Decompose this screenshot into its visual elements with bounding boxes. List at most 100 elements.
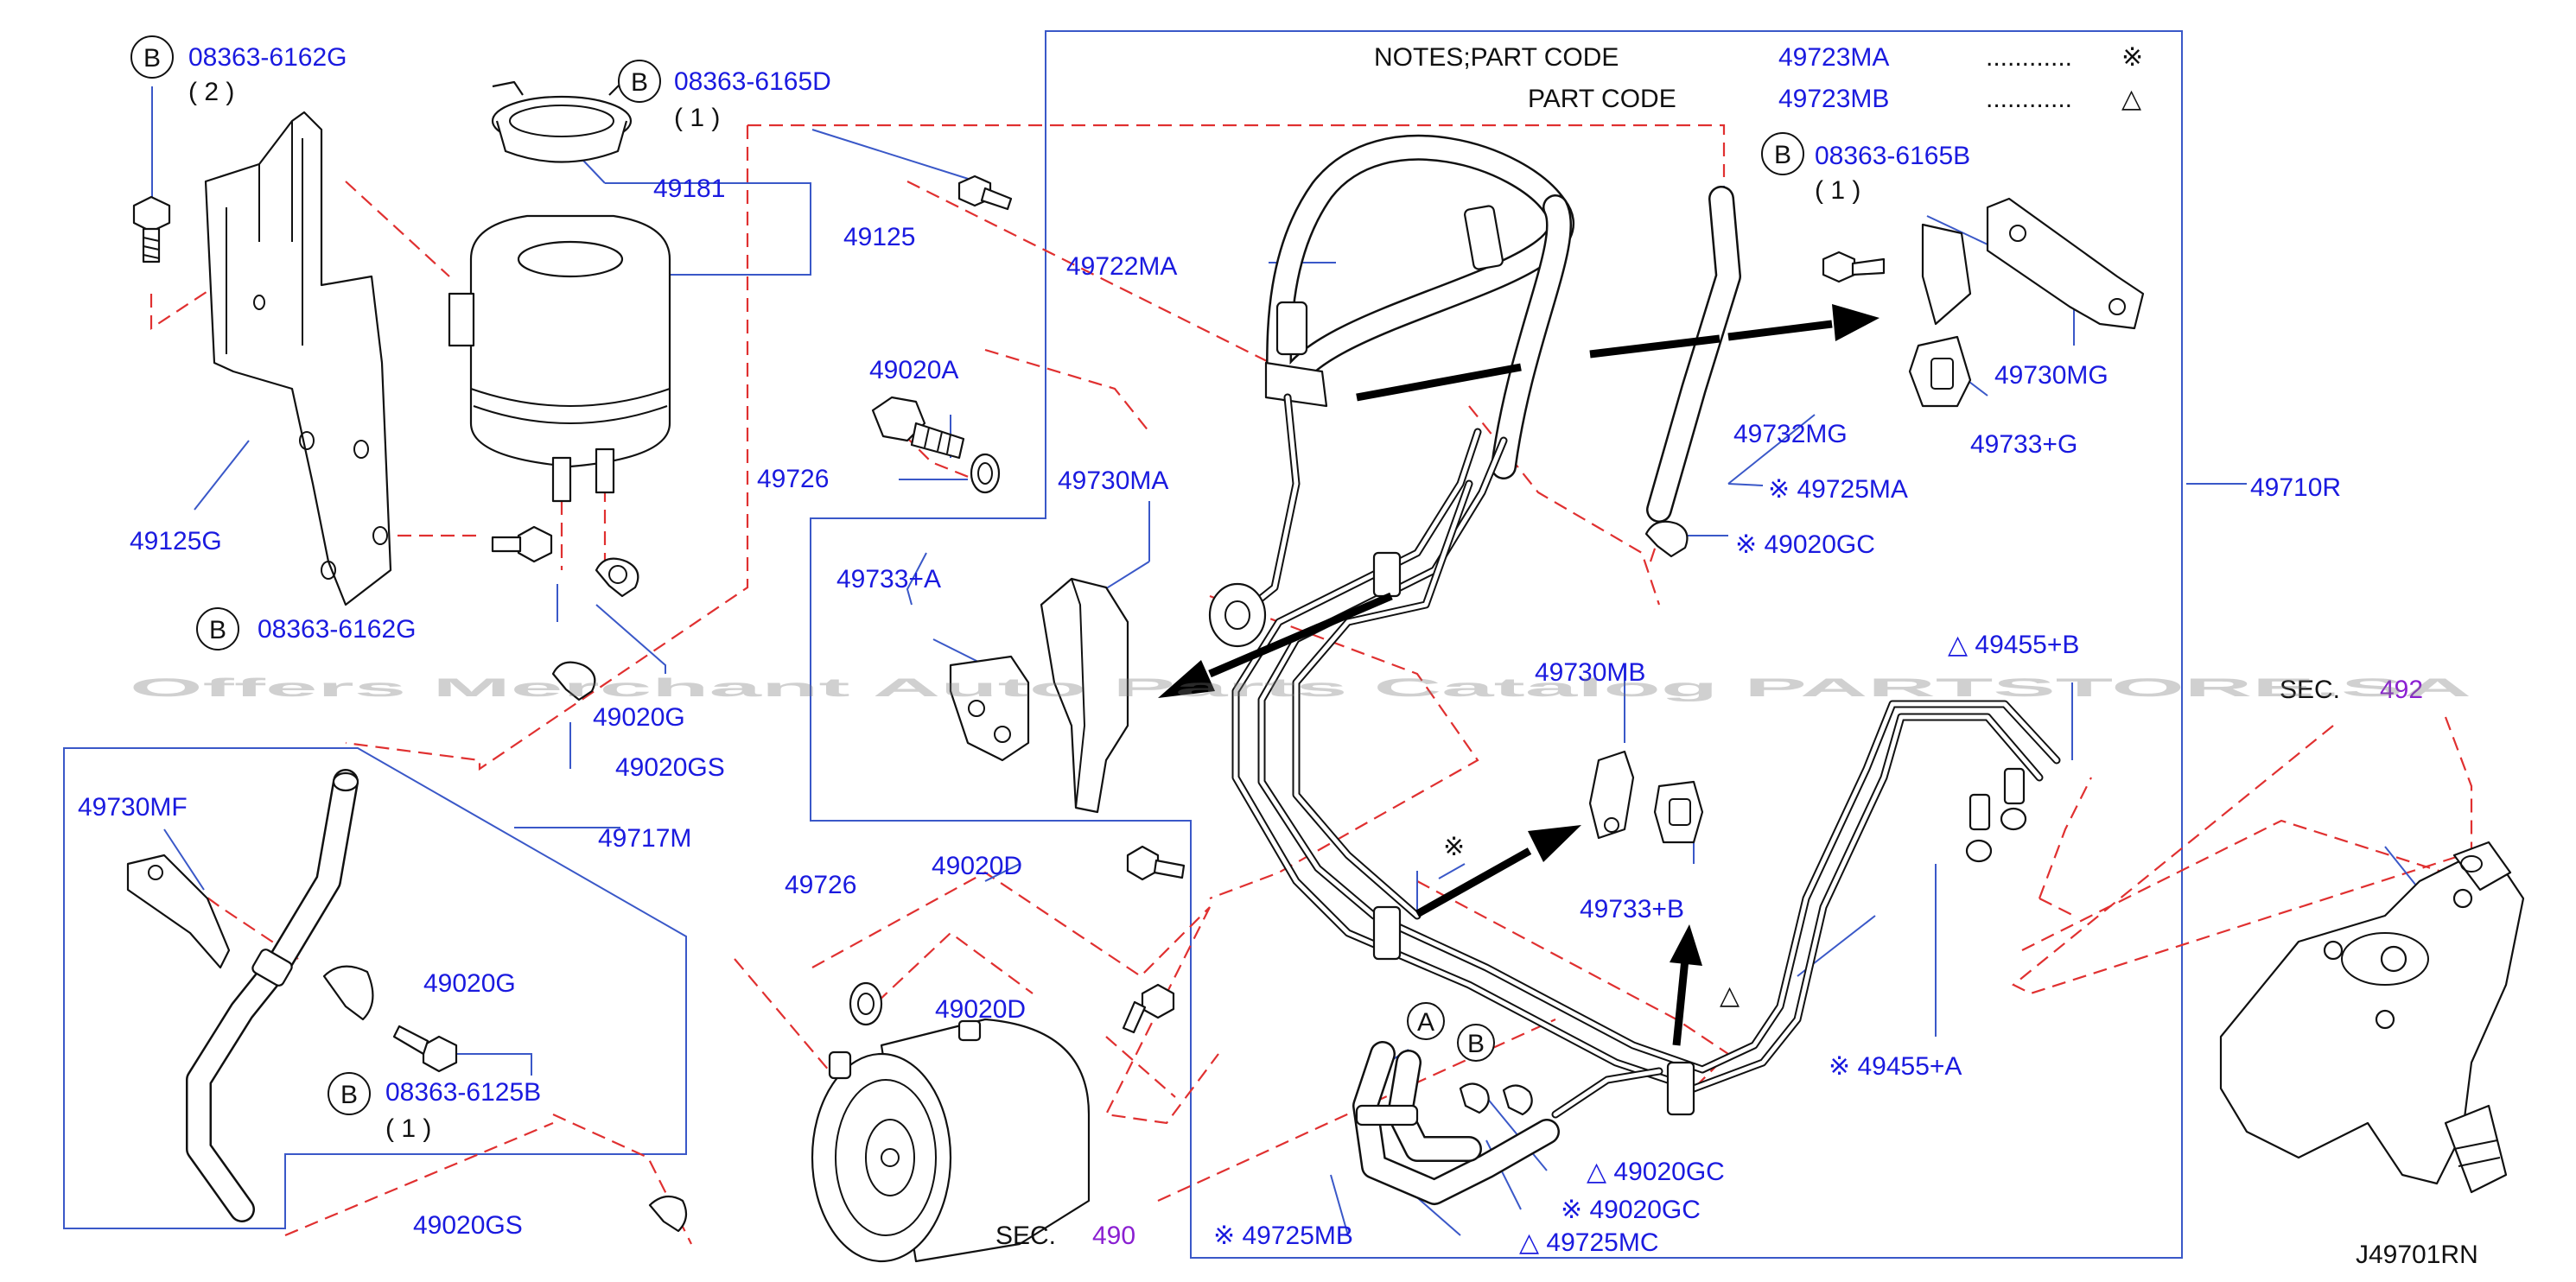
clamp-49020gs-top <box>551 661 596 701</box>
notes-row2-code: 49723MB <box>1778 85 1889 113</box>
label-49181: 49181 <box>653 175 725 203</box>
label-49020a: 49020A <box>869 356 958 384</box>
notes-row1-code: 49723MA <box>1778 43 1889 72</box>
notes-row2-label: PART CODE <box>1528 85 1676 113</box>
power-steering-pump <box>811 1018 1091 1263</box>
clamp-49733a <box>949 655 1030 762</box>
label-bolt-6162g-top: 08363-6162G <box>188 43 347 72</box>
label-49726-top: 49726 <box>757 465 829 493</box>
clamp-49020g-top <box>595 557 639 598</box>
return-hose-frame <box>63 747 687 1229</box>
assembly-dashed-lines <box>149 124 2490 1245</box>
marker-triangle-1: △ <box>1720 981 1740 1010</box>
callout-b-letter-2: B <box>631 68 648 97</box>
bolt-6125b <box>392 1025 458 1073</box>
notes-row1-mark: ※ <box>2121 43 2143 72</box>
bracket-49730mg <box>1986 197 2145 330</box>
label-49733g: 49733+G <box>1970 430 2077 459</box>
label-49730ma: 49730MA <box>1058 466 1168 495</box>
bracket-49730mf <box>126 854 231 969</box>
notes-title: NOTES;PART CODE <box>1374 43 1619 72</box>
sec-490-number: 490 <box>1092 1222 1135 1250</box>
label-49455a: ※ 49455+A <box>1829 1052 1962 1081</box>
clamp-49733b <box>1653 780 1704 844</box>
callout-b-letter-1: B <box>143 44 161 73</box>
bolt-6165b <box>1822 251 1886 283</box>
label-qty-1-6165b: ( 1 ) <box>1815 176 1860 205</box>
washer-49726-bot <box>849 981 883 1026</box>
label-49020d-b: 49020D <box>935 995 1026 1024</box>
washer-49726-top <box>970 453 1001 494</box>
label-49020gs-top: 49020GS <box>615 753 725 782</box>
bolt-49020d-a <box>1126 845 1186 881</box>
sec-492-label: SEC. <box>2280 676 2340 704</box>
sec-492-number: 492 <box>2380 676 2423 704</box>
return-hose-49717m <box>186 769 359 1222</box>
direction-arrows <box>1158 304 1880 1046</box>
label-49730mg: 49730MG <box>1994 361 2109 390</box>
hoses-49725mb-mc <box>1352 1041 1560 1205</box>
label-49125g: 49125G <box>130 527 222 555</box>
notes-row2-mark: △ <box>2121 85 2141 113</box>
clamp-49733g <box>1908 335 1972 408</box>
reservoir-cap-49181 <box>491 80 633 163</box>
bolt-49722ma <box>957 175 1013 211</box>
label-bolt-6165b: 08363-6165B <box>1815 142 1970 170</box>
label-qty-1-6125b: ( 1 ) <box>385 1114 431 1143</box>
label-qty-1-6165d: ( 1 ) <box>674 104 720 132</box>
label-49717m: 49717M <box>598 824 691 853</box>
clamp-49732mg <box>1921 223 1972 326</box>
label-49020gc-top: ※ 49020GC <box>1735 530 1875 559</box>
return-hose-49725ma <box>1644 186 1741 558</box>
bracket-49730mb <box>1588 750 1635 840</box>
label-bolt-6165d: 08363-6165D <box>674 67 831 96</box>
label-49725mc: △ 49725MC <box>1519 1228 1658 1257</box>
label-49732mg: 49732MG <box>1733 420 1848 448</box>
notes-row2-dots: ............ <box>1986 85 2072 113</box>
label-49733b: 49733+B <box>1580 895 1684 923</box>
sec-490-label: SEC. <box>995 1222 1056 1250</box>
label-49020g-bot: 49020G <box>423 969 516 998</box>
bolt-49020d-b <box>1122 983 1175 1034</box>
label-49710r: 49710R <box>2250 473 2341 502</box>
callout-b-letter-4: B <box>209 616 226 644</box>
bolt-left-top <box>132 195 171 263</box>
label-49020gc-ast: ※ 49020GC <box>1561 1196 1701 1224</box>
label-qty-2: ( 2 ) <box>188 78 234 106</box>
diagram-id: J49701RN <box>2356 1241 2478 1269</box>
pressure-hose-49722ma <box>1208 135 1574 648</box>
label-49725ma: ※ 49725MA <box>1768 475 1908 504</box>
label-49020gc-tri: △ 49020GC <box>1587 1158 1725 1186</box>
steering-gear-box <box>2219 841 2525 1194</box>
marker-asterisk-1: ※ <box>1443 833 1465 861</box>
label-49020g-top: 49020G <box>593 703 685 732</box>
label-49730mf: 49730MF <box>78 793 188 822</box>
label-49455b: △ 49455+B <box>1948 631 2079 659</box>
clamp-49020gs-bot <box>648 1195 688 1233</box>
fitting-49020a <box>871 396 965 460</box>
bracket-49125g <box>204 111 392 606</box>
label-49725mb: ※ 49725MB <box>1213 1222 1353 1250</box>
main-frame <box>810 30 2183 1259</box>
callout-b-letter-3: B <box>1774 141 1791 169</box>
notes-row1-dots: ............ <box>1986 43 2072 72</box>
bracket-49730ma <box>1040 577 1129 814</box>
callout-b-letter-bottom: B <box>1467 1030 1485 1058</box>
label-49726-bot: 49726 <box>785 871 856 899</box>
callout-b-letter-5: B <box>340 1081 358 1109</box>
reservoir-49125 <box>448 214 671 503</box>
label-bolt-6162g-mid: 08363-6162G <box>258 615 417 644</box>
steel-tube-lines <box>1231 428 2061 1119</box>
label-bolt-6125b: 08363-6125B <box>385 1078 541 1107</box>
label-49722ma: 49722MA <box>1066 252 1177 281</box>
label-49733a: 49733+A <box>836 565 941 593</box>
label-49125: 49125 <box>843 223 915 251</box>
watermark: Offers Merchant Auto Parts Catalog PARTS… <box>130 674 2471 702</box>
label-49730mb: 49730MB <box>1535 658 1645 687</box>
label-49020gs-bot: 49020GS <box>413 1211 523 1240</box>
label-49020d-a: 49020D <box>932 852 1022 880</box>
bolt-bracket-lower <box>491 525 553 563</box>
callout-a-letter: A <box>1417 1008 1434 1037</box>
clamp-49020g-bot <box>322 965 374 1021</box>
